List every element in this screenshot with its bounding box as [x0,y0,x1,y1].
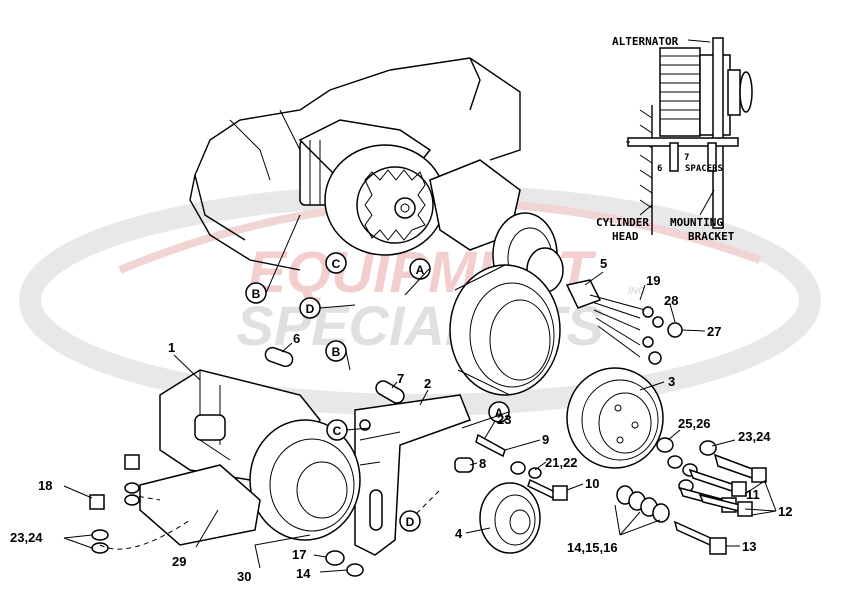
svg-text:B: B [252,287,261,301]
retainer-plate [565,279,602,309]
label-part-12: 12 [778,504,792,519]
idler-pulley [479,482,541,554]
inset-cylinder-label-1: CYLINDER [596,216,649,229]
svg-text:D: D [406,515,415,529]
compressor [159,369,361,541]
svg-text:A: A [416,263,425,277]
inset-cylinder-label-2: HEAD [612,230,639,243]
label-part-23-upper: 23 [497,412,511,427]
base-plate [139,464,261,546]
callout-circles: A B C D A B C D [245,214,510,532]
callout-c-center: C [326,419,348,441]
callout-a-upper: A [409,258,431,280]
inset-bracket-label-1: MOUNTING [670,216,723,229]
label-part-23-24-right: 23,24 [738,429,771,444]
label-part-19: 19 [646,273,660,288]
label-part-2: 2 [424,376,431,391]
label-part-21-22: 21,22 [545,455,578,470]
inset-spacers-label: SPACERS [685,164,723,174]
label-part-29: 29 [172,554,186,569]
spacers-small [264,346,474,473]
label-part-17: 17 [292,547,306,562]
callout-d-upper: D [299,297,321,319]
upper-pulley-assembly [429,159,564,396]
bolt-set-upper [589,294,683,365]
washer-bolt-set-right [656,437,767,517]
inset-six-label: 6 [657,164,662,174]
svg-text:D: D [306,302,315,316]
label-part-4: 4 [455,526,463,541]
inset-alternator-label: ALTERNATOR [612,35,679,48]
svg-text:C: C [332,257,341,271]
label-part-10: 10 [585,476,599,491]
label-part-14-15-16: 14,15,16 [567,540,618,555]
watermark-suffix: INC [628,286,646,297]
svg-text:B: B [332,345,341,359]
label-part-9: 9 [542,432,549,447]
label-part-7: 7 [397,371,404,386]
svg-text:A: A [495,406,504,420]
svg-text:C: C [333,424,342,438]
label-part-23-24-left: 23,24 [10,530,43,545]
label-part-3: 3 [668,374,675,389]
bolt-13-group [616,485,727,555]
label-part-14: 14 [296,566,311,581]
callout-d-lower: D [399,510,421,532]
label-part-13: 13 [742,539,756,554]
callout-c-upper: C [325,252,347,274]
label-part-11: 11 [746,487,760,502]
label-part-8: 8 [479,456,486,471]
alternator [299,140,446,256]
part-labels: 1 2 3 4 5 6 7 8 9 10 11 12 13 14 17 18 1 [10,256,792,584]
crank-pulley [566,367,664,469]
callout-b-left: B [245,282,267,304]
inset-bracket-label-2: BRACKET [688,230,735,243]
label-part-18: 18 [38,478,52,493]
alignment-lines [99,489,441,550]
bolts-misc [89,433,568,577]
inset-spacers-num: 7 [684,153,689,163]
label-part-6: 6 [293,331,300,346]
label-part-30: 30 [237,569,251,584]
label-part-5: 5 [600,256,607,271]
inset-diagram: ALTERNATOR 7 SPACERS 6 CYLINDER HEAD MOU… [596,35,753,243]
callout-b-center: B [325,340,347,362]
label-part-27: 27 [707,324,721,339]
label-part-1: 1 [168,340,175,355]
label-part-28: 28 [664,293,678,308]
label-part-25-26: 25,26 [678,416,711,431]
